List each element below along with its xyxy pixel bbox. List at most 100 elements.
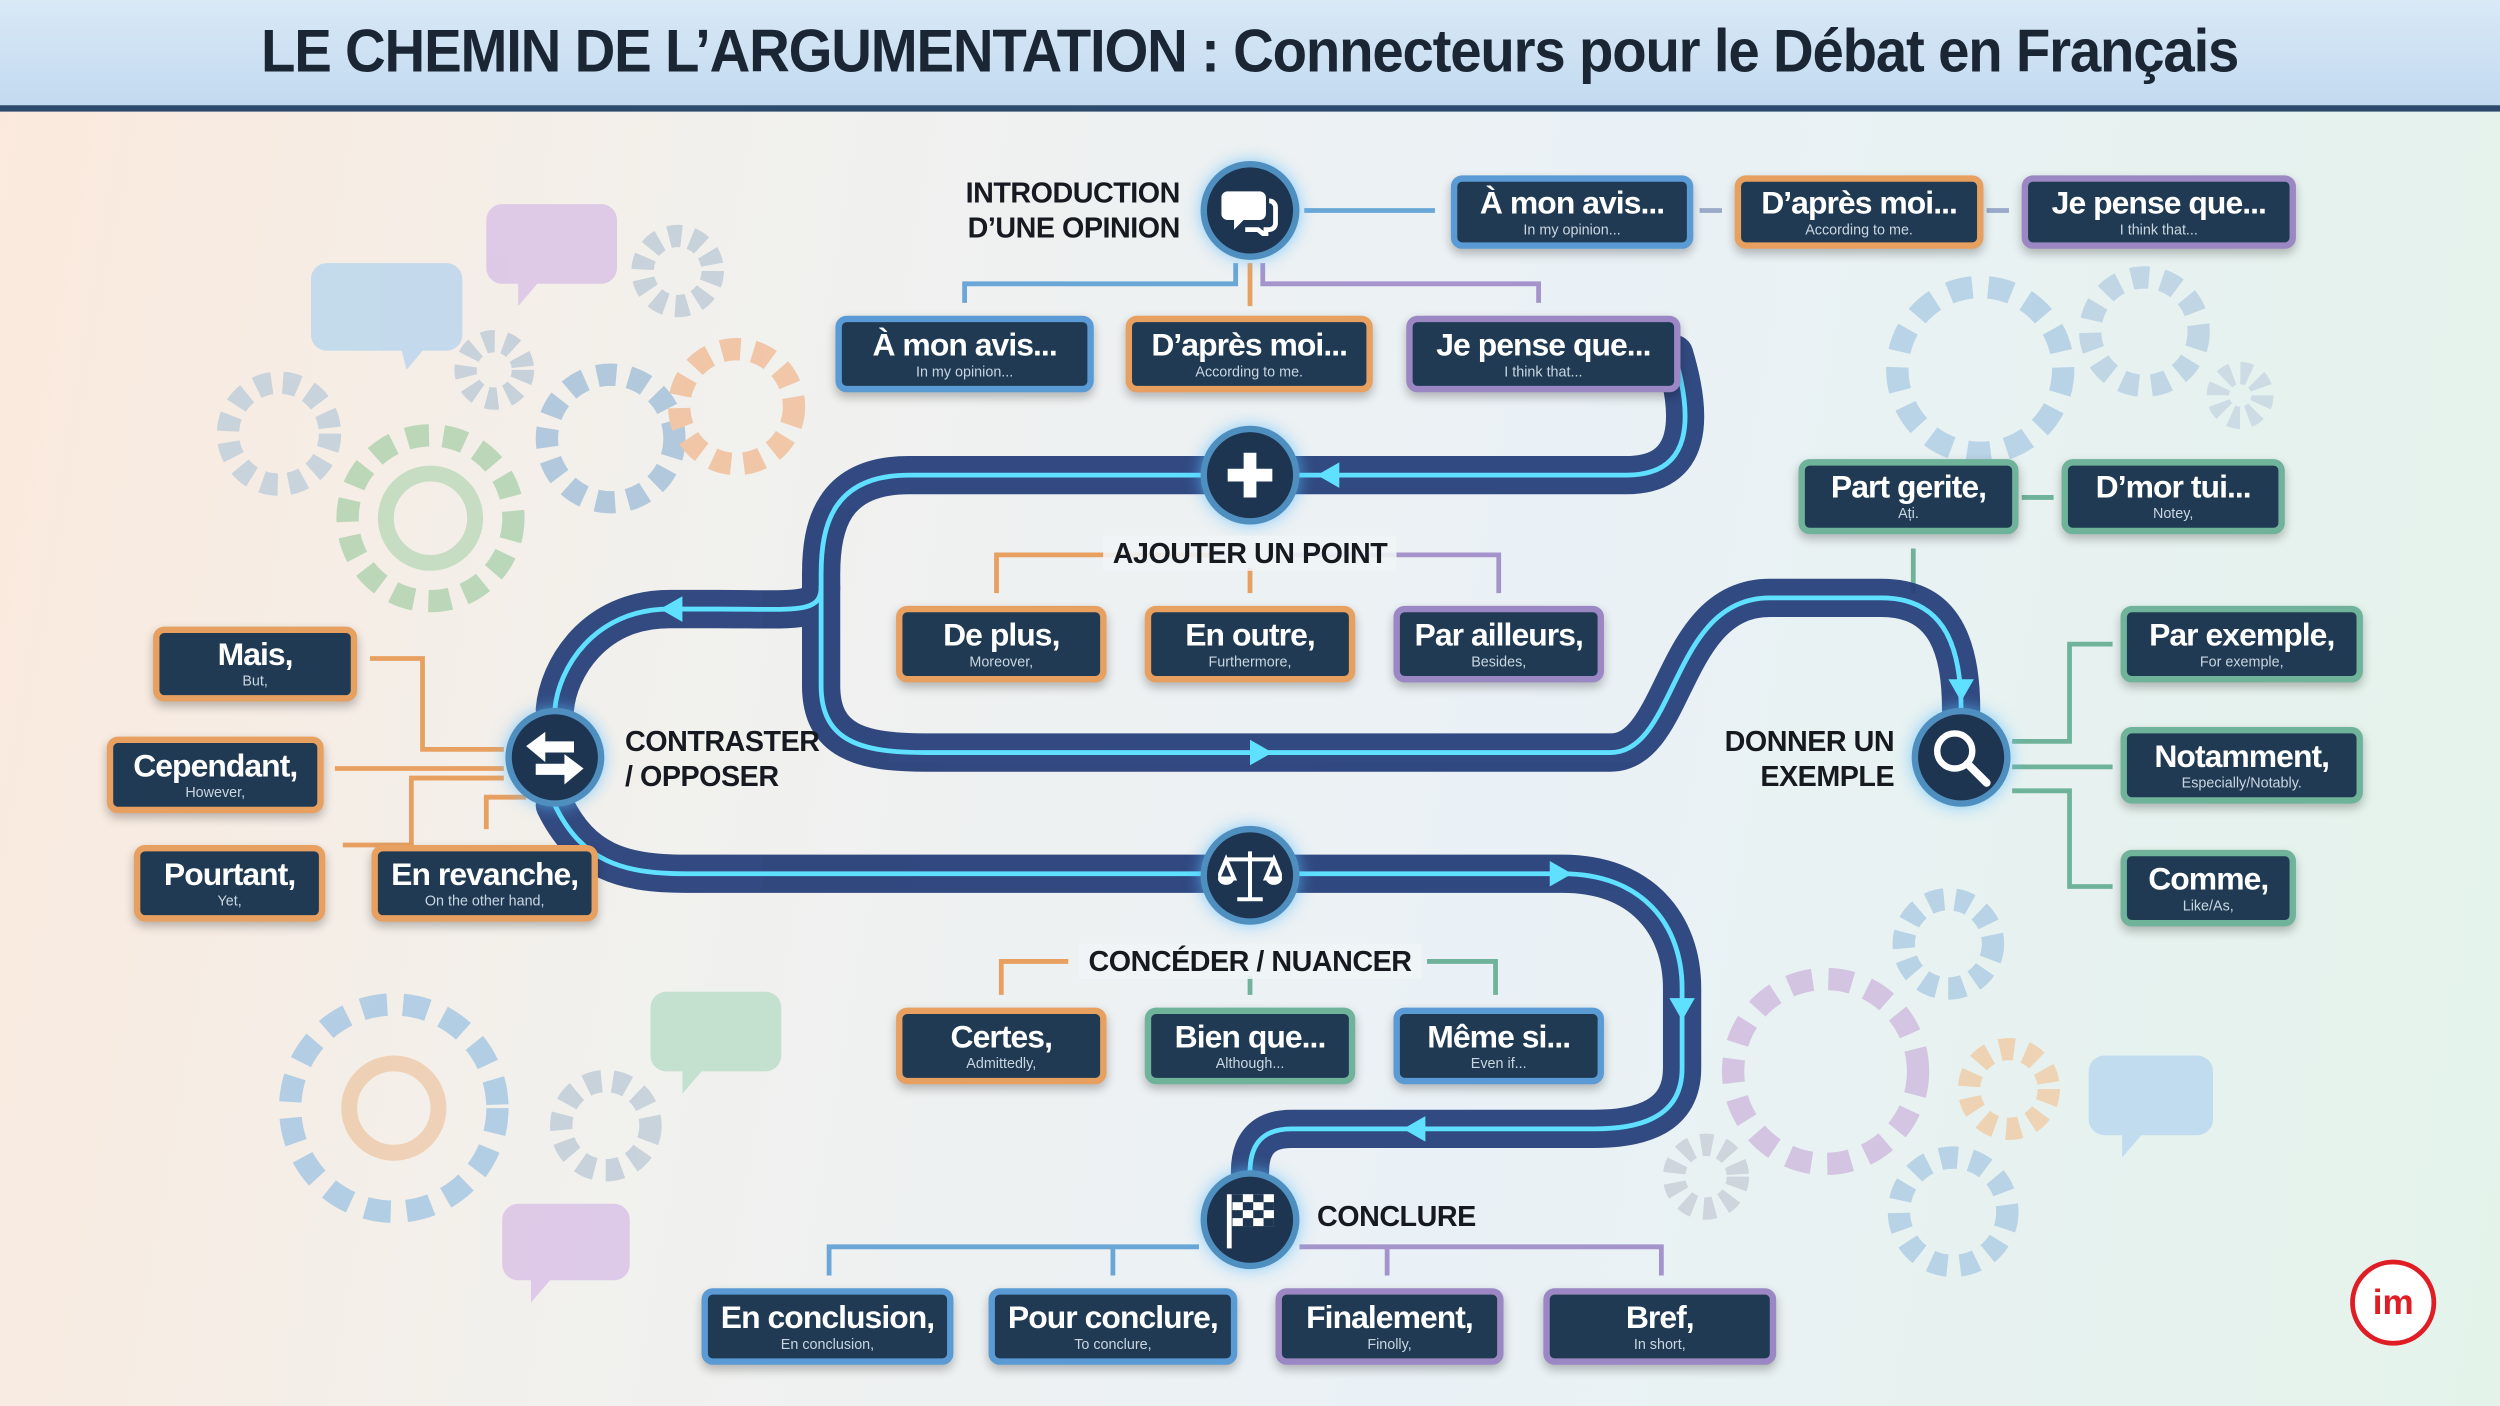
connector-box-conclure: Pour conclure,To conclure, (988, 1288, 1238, 1365)
connector-box-exemple: Comme,Like/As, (2120, 849, 2296, 927)
connector-english: On the other hand, (424, 892, 545, 909)
gear-icon (1886, 275, 2075, 464)
connector-english: Besides, (1471, 652, 1527, 669)
connector-english: Moreover, (969, 652, 1034, 669)
magnifier-icon (1931, 727, 1992, 788)
gear-icon (1662, 1133, 1750, 1220)
logo-text: im (2372, 1281, 2414, 1322)
connector-english: For exemple, (2199, 652, 2284, 669)
gear-icon (2206, 361, 2274, 429)
checkered-flag-icon (1220, 1188, 1281, 1252)
gear-icon (2079, 266, 2210, 398)
connector-french: Bien que... (1174, 1019, 1327, 1055)
section-label-line: CONCLURE (1316, 1200, 1476, 1233)
connector-box-contraster: En revanche,On the other hand, (371, 845, 598, 922)
title-bar: LE CHEMIN DE L’ARGUMENTATION : Connecteu… (0, 0, 2500, 112)
section-label-line: AJOUTER UN POINT (1112, 537, 1388, 570)
section-node-contraster (505, 707, 605, 807)
speech-bubble-icon (486, 204, 618, 307)
connector-english: En conclusion, (780, 1335, 875, 1352)
gear-icon (631, 224, 724, 318)
connector-french: Certes, (950, 1019, 1053, 1055)
connector-french: Mais, (217, 637, 294, 673)
connector-box-exemple: Part gerite,Ați. (1798, 459, 2019, 535)
speech-bubbles-icon (1221, 185, 1278, 236)
section-label-conclure: CONCLURE (1317, 1199, 1476, 1234)
connector-english: I think that... (2119, 220, 2198, 237)
connector-french: D’après moi... (1761, 185, 1958, 221)
connector-english: I think that... (1504, 362, 1583, 379)
section-node-conclure (1200, 1170, 1300, 1270)
section-label-ajouter: AJOUTER UN POINT (1103, 535, 1397, 571)
connector-english: Even if... (1470, 1054, 1527, 1071)
plus-icon (1223, 448, 1277, 502)
section-label-line: CONTRASTER (625, 725, 820, 758)
connector-box-conclure: En conclusion,En conclusion, (701, 1288, 954, 1365)
gear-icons (216, 224, 2274, 1278)
swap-arrows-icon (523, 730, 587, 785)
connector-english: Yet, (217, 892, 242, 909)
connector-english: Like/As, (2182, 896, 2234, 913)
connector-english: Although... (1215, 1054, 1285, 1071)
connector-box-introduction: Je pense que...I think that... (2021, 175, 2296, 249)
connector-english: But, (242, 672, 268, 689)
connector-english: However, (185, 783, 246, 800)
connector-box-conclure: Bref,In short, (1543, 1288, 1777, 1365)
section-label-line: EXEMPLE (1760, 760, 1895, 793)
connector-french: Part gerite, (1830, 470, 1987, 506)
connector-english: In my opinion... (915, 362, 1014, 379)
connector-french: Je pense que... (1436, 327, 1651, 363)
connector-box-exemple: Notamment,Especially/Notably. (2120, 727, 2363, 804)
connector-french: Finalement, (1306, 1300, 1474, 1336)
section-node-ajouter (1200, 425, 1300, 525)
connector-box-contraster: Pourtant,Yet, (133, 845, 326, 922)
gear-icon (336, 424, 525, 613)
connector-box-contraster: Mais,But, (153, 626, 358, 702)
speech-bubble-icon (502, 1203, 630, 1303)
direction-arrow-icons (660, 462, 1974, 1142)
connector-box-exemple: Par exemple,For exemple, (2120, 605, 2363, 683)
section-node-conceder (1200, 825, 1300, 925)
connector-box-ajouter: Par ailleurs,Besides, (1393, 605, 1604, 683)
gear-icon (1721, 967, 1930, 1176)
balance-scale-icon (1218, 847, 1282, 904)
connector-box-introduction: À mon avis...In my opinion... (835, 315, 1094, 393)
section-label-line: DONNER UN (1724, 725, 1895, 758)
speech-bubble-icon (2088, 1055, 2214, 1158)
section-label-line: D’UNE OPINION (967, 212, 1181, 244)
connector-french: De plus, (943, 617, 1060, 653)
gear-icon (668, 338, 806, 476)
connector-french: Cependant, (133, 748, 298, 784)
connector-french: Je pense que... (2051, 185, 2267, 221)
argument-path-track (535, 334, 1981, 1192)
connector-box-introduction: Je pense que...I think that... (1406, 315, 1681, 393)
connector-english: In my opinion... (1523, 220, 1621, 237)
connector-french: En conclusion, (720, 1300, 935, 1336)
connector-french: En revanche, (391, 856, 579, 893)
section-label-line: INTRODUCTION (965, 176, 1181, 209)
connector-english: According to me. (1195, 362, 1304, 379)
connector-english: According to me. (1805, 220, 1913, 237)
gear-icon (454, 330, 535, 410)
section-label-conceder: CONCÉDER / NUANCER (1078, 943, 1422, 979)
gear-icon (535, 363, 686, 514)
page-title: LE CHEMIN DE L’ARGUMENTATION : Connecteu… (261, 18, 2239, 86)
connector-french: Notamment, (2154, 739, 2330, 775)
gear-icon (1957, 1037, 2060, 1140)
connector-english: Furthermore, (1208, 652, 1292, 669)
connector-english: Ați. (1898, 505, 1919, 522)
section-label-line: CONCÉDER / NUANCER (1088, 945, 1412, 978)
section-label-contraster: CONTRASTER/ OPPOSER (625, 724, 820, 794)
connector-english: Admittedly, (966, 1054, 1037, 1071)
connector-box-ajouter: De plus,Moreover, (896, 605, 1107, 683)
speech-bubble-icons (310, 204, 2214, 1303)
connector-box-ajouter: En outre,Furthermore, (1144, 605, 1356, 683)
brand-logo: im (2350, 1259, 2437, 1346)
connector-french: Même si... (1427, 1019, 1571, 1055)
connector-box-introduction: D’après moi...According to me. (1734, 175, 1984, 249)
connector-french: Bref, (1625, 1300, 1695, 1336)
